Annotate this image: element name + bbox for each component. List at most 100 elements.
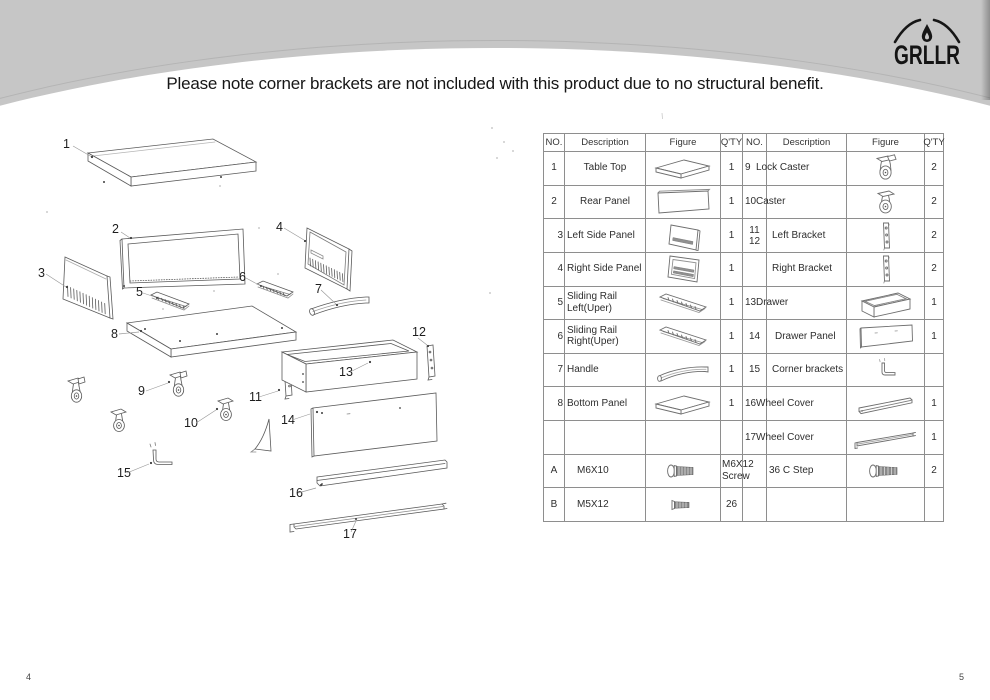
part-qty-cell: 1: [721, 387, 743, 422]
part-label-7: 7: [315, 282, 322, 296]
part-label-5: 5: [136, 285, 143, 299]
part-description-cell: Lock Caster: [756, 152, 847, 186]
part-qty-cell: 2: [925, 454, 944, 489]
part-label-10: 10: [184, 416, 198, 430]
part-description-cell: Drawer Panel: [767, 320, 847, 354]
wheel-cover-part: [316, 459, 448, 487]
part-label-2: 2: [112, 222, 119, 236]
part-description-cell: [565, 421, 646, 455]
part-qty-cell: 1: [721, 219, 743, 253]
header-note: Please note corner brackets are not incl…: [166, 74, 824, 93]
part-description-cell: Right Bracket: [767, 252, 847, 287]
part-qty-cell: [721, 421, 743, 455]
part-no-cell: B: [544, 488, 565, 522]
part-no-cell: 14: [743, 320, 767, 354]
part-no-cell: 2: [544, 185, 565, 220]
part-figure-cell: [847, 252, 925, 287]
part-no-cell: 15: [743, 353, 767, 388]
table-top-figure: [654, 159, 711, 179]
bottom-panel-figure: [654, 395, 711, 415]
part-figure-cell: [646, 152, 721, 186]
part-description-cell: M5X12: [565, 488, 646, 522]
part-label-6: 6: [239, 270, 246, 284]
wheel-cover-rail-figure: [854, 432, 916, 450]
part-figure-cell: [847, 185, 925, 220]
col-header-figure: Figure: [646, 134, 721, 152]
part-description-cell: Rear Panel: [565, 185, 646, 220]
rear-panel-figure: [657, 188, 711, 214]
part-no-cell: 8: [544, 387, 565, 422]
part-figure-cell: [646, 286, 721, 321]
right-side-panel-part: [304, 227, 353, 292]
part-qty-cell: 2: [925, 252, 944, 287]
part-figure-cell: [847, 353, 925, 388]
part-no-cell: 9: [743, 152, 767, 186]
bracket-figure: [882, 222, 890, 251]
part-qty-cell: 1: [925, 421, 944, 455]
part-description-cell: Left Side Panel: [565, 219, 646, 253]
part-label-12: 12: [412, 325, 426, 339]
part-figure-cell: [847, 387, 925, 422]
header-arc-line: [0, 40, 990, 150]
part-figure-cell: [646, 219, 721, 253]
part-no-cell: [743, 252, 767, 287]
header-band: GRLLR Please note corner brackets are no…: [0, 0, 990, 150]
part-no-cell: 6: [544, 320, 565, 354]
col-header-description: Description: [565, 134, 646, 152]
part-no-cell: A: [544, 454, 565, 489]
right-bracket-part: [426, 344, 436, 381]
part-no-cell: [544, 421, 565, 455]
part-no-cell: 11 12: [743, 219, 767, 253]
bracket-figure: [882, 255, 890, 284]
part-no-cell: 5: [544, 286, 565, 321]
part-description-cell: Wheel Cover: [756, 421, 847, 455]
logo-arc-left: [893, 18, 922, 44]
part-figure-cell: [646, 454, 721, 489]
part-qty-cell: 1: [721, 252, 743, 287]
col-header-no: NO.: [544, 134, 565, 152]
part-figure-cell: [646, 387, 721, 422]
part-no-cell: 16: [743, 387, 767, 422]
part-no-cell: 3: [544, 219, 565, 253]
grllr-logo: GRLLR: [893, 18, 961, 68]
part-no-cell: 17: [743, 421, 767, 455]
part-qty-cell: 2: [925, 185, 944, 220]
sliding-rail-left-part: [150, 291, 190, 311]
part-qty-cell: 1: [721, 353, 743, 388]
part-qty-cell: 1: [925, 387, 944, 422]
part-label-11: 11: [249, 390, 262, 404]
part-qty-cell: 2: [925, 219, 944, 253]
page-number-left: 4: [26, 672, 32, 682]
part-figure-cell: [847, 488, 925, 522]
wheel-cover-figure: [858, 397, 912, 414]
part-figure-cell: [847, 219, 925, 253]
bottom-panel-part: [125, 305, 298, 358]
part-qty-cell: 1: [925, 286, 944, 321]
sliding-rail-figure: [658, 326, 708, 347]
part-qty-cell: 1: [721, 152, 743, 186]
part-description-cell: Sliding Rail Left(Uper): [565, 286, 646, 321]
left-side-panel-part: [62, 256, 114, 320]
lock-caster-part: [67, 370, 188, 403]
caster-figure: [876, 190, 895, 214]
parts-table: NO. Description Figure Q'TY NO. Descript…: [543, 133, 945, 522]
part-figure-cell: [646, 185, 721, 220]
corner-bracket-figure: [878, 358, 895, 376]
part-description-cell: Handle: [565, 353, 646, 388]
part-no-cell: 10: [743, 185, 767, 220]
handle-part: [309, 296, 370, 316]
left-bracket-part: [283, 362, 293, 400]
part-description-cell: Right Side Panel: [565, 252, 646, 287]
part-figure-cell: [646, 320, 721, 354]
part-label-13: 13: [339, 365, 353, 379]
part-description-cell: Table Top: [565, 152, 646, 186]
drawer-figure: [860, 292, 911, 318]
part-description-cell: M6X10: [565, 454, 646, 489]
part-description-cell: Wheel Cover: [756, 387, 847, 422]
part-description-cell: [767, 488, 847, 522]
part-no-cell: 1: [544, 152, 565, 186]
col-header-qty: Q'TY: [721, 134, 743, 152]
sliding-rail-figure: [658, 293, 708, 313]
part-qty-cell: 1: [925, 320, 944, 354]
